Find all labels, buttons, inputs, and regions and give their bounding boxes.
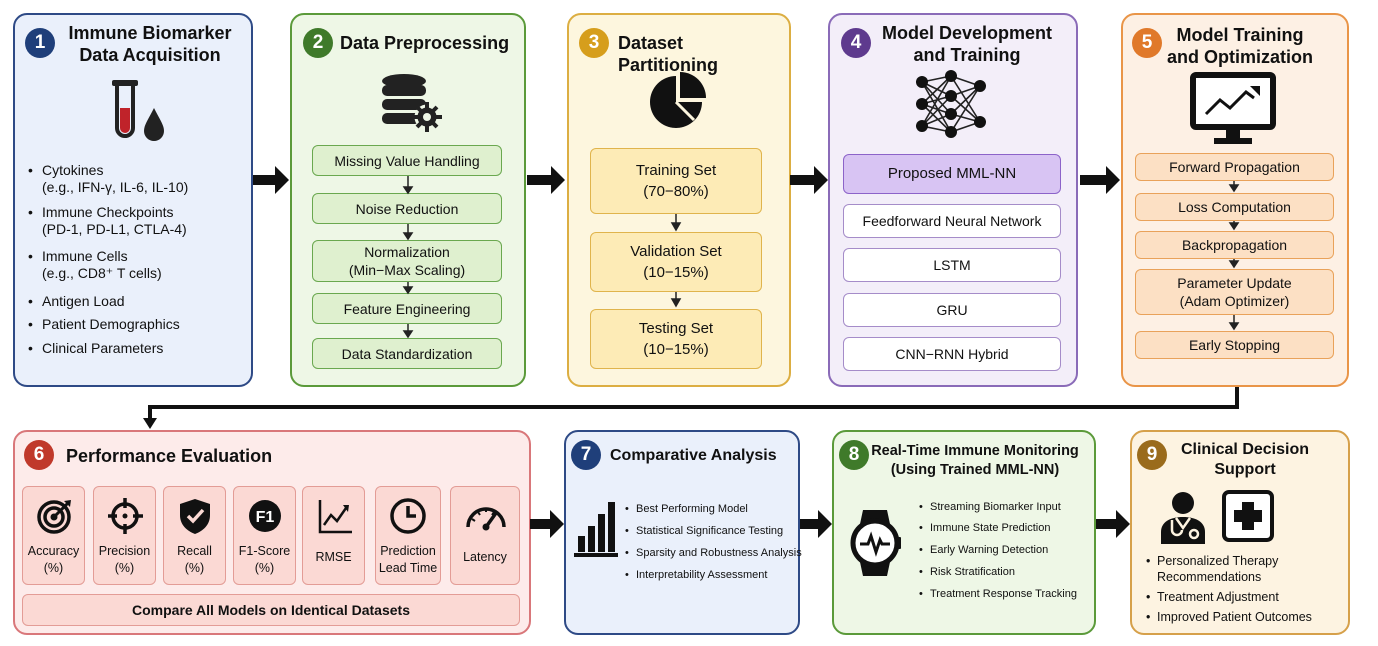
metric-label: F1-Score (%) <box>238 544 291 575</box>
step-badge-9: 9 <box>1137 440 1167 470</box>
bar-chart-icon <box>574 502 618 557</box>
list-item: •Risk Stratification <box>919 566 1015 578</box>
shield-check-icon <box>180 499 210 534</box>
row-connector-arrow <box>143 387 1239 429</box>
step-connectors <box>670 214 682 308</box>
pie-chart-icon <box>650 72 706 128</box>
list-item: •Statistical Significance Testing <box>625 525 784 537</box>
model-proposed: Proposed MML-NN <box>843 154 1061 194</box>
step-badge-6: 6 <box>24 440 54 470</box>
step-connectors <box>402 176 414 339</box>
preprocessing-step: Normalization (Min−Max Scaling) <box>312 240 502 282</box>
neural-network-icon <box>916 70 986 138</box>
list-item: •Clinical Parameters <box>28 340 164 356</box>
list-item: •Antigen Load <box>28 293 125 309</box>
flow-arrow <box>527 166 565 194</box>
panel-title: Immune Biomarker Data Acquisition <box>68 23 232 65</box>
metric-accuracy: Accuracy (%) <box>22 486 85 585</box>
line-chart-icon <box>318 500 352 534</box>
list-item: •Improved Patient Outcomes <box>1146 610 1312 624</box>
metric-recall: Recall (%) <box>163 486 226 585</box>
list-item: •Personalized Therapy Recommendations <box>1146 554 1279 584</box>
step-badge-5: 5 <box>1132 28 1162 58</box>
preprocessing-step: Feature Engineering <box>312 293 502 324</box>
step-badge-2: 2 <box>303 28 333 58</box>
flow-arrow <box>800 510 832 538</box>
flow-arrow <box>1096 510 1130 538</box>
metric-label: RMSE <box>315 550 352 564</box>
optimization-step: Forward Propagation <box>1135 153 1334 181</box>
panel-title: Data Preprocessing <box>340 33 510 53</box>
list-item: •Interpretability Assessment <box>625 569 768 581</box>
list-item: •Best Performing Model <box>625 503 748 515</box>
flow-arrow <box>1080 166 1120 194</box>
panel-title: Performance Evaluation <box>66 446 273 466</box>
crosshair-icon <box>108 498 143 534</box>
metric-prediction-lead-time: Prediction Lead Time <box>375 486 441 585</box>
partition-set: Validation Set (10−15%) <box>590 232 762 292</box>
gauge-icon <box>466 507 506 531</box>
step-badge-4: 4 <box>841 28 871 58</box>
doctor-icon <box>1161 492 1205 544</box>
preprocessing-step: Data Standardization <box>312 338 502 369</box>
partition-set: Testing Set (10−15%) <box>590 309 762 369</box>
flow-arrow <box>253 166 289 194</box>
database-gear-icon <box>382 74 442 132</box>
list-item: •Sparsity and Robustness Analysis <box>625 547 802 559</box>
model-option: GRU <box>843 293 1061 327</box>
target-icon <box>37 500 71 534</box>
flow-arrow <box>530 510 564 538</box>
list-item: •Cytokines(e.g., IFN-γ, IL-6, IL-10) <box>28 162 189 195</box>
step-badge-8: 8 <box>839 440 869 470</box>
metric-latency: Latency <box>450 486 520 585</box>
panel-title: Real-Time Immune Monitoring (Using Train… <box>871 443 1079 478</box>
list-item: •Immune Checkpoints(PD-1, PD-L1, CTLA-4) <box>28 204 187 237</box>
preprocessing-step: Noise Reduction <box>312 193 502 224</box>
metric-label: Accuracy (%) <box>27 544 80 575</box>
optimization-step: Early Stopping <box>1135 331 1334 359</box>
list-item: •Early Warning Detection <box>919 544 1049 556</box>
metric-label: Precision (%) <box>98 544 151 575</box>
optimization-step: Backpropagation <box>1135 231 1334 259</box>
flow-arrow <box>790 166 828 194</box>
step-connectors <box>1228 181 1240 331</box>
list-item: •Immune Cells(e.g., CD8⁺ T cells) <box>28 248 162 281</box>
optimization-step: Loss Computation <box>1135 193 1334 221</box>
metric-precision: Precision (%) <box>93 486 156 585</box>
model-option: LSTM <box>843 248 1061 282</box>
f1-icon: F1 <box>249 500 281 532</box>
monitor-chart-icon <box>1190 72 1276 144</box>
list-item: •Immune State Prediction <box>919 522 1051 534</box>
partition-set: Training Set (70−80%) <box>590 148 762 214</box>
metric-label: Latency <box>463 550 507 564</box>
metric-label: Recall (%) <box>177 544 212 575</box>
step-badge-1: 1 <box>25 28 55 58</box>
smartwatch-icon <box>850 510 901 576</box>
metric-rmse: RMSE <box>302 486 365 585</box>
list-item: •Treatment Adjustment <box>1146 590 1279 604</box>
panel-title: Clinical Decision Support <box>1180 441 1310 478</box>
preprocessing-step: Missing Value Handling <box>312 145 502 176</box>
model-option: CNN−RNN Hybrid <box>843 337 1061 371</box>
step-badge-7: 7 <box>571 440 601 470</box>
comparison-footer: Compare All Models on Identical Datasets <box>22 594 520 626</box>
model-option: Feedforward Neural Network <box>843 204 1061 238</box>
list-item: •Treatment Response Tracking <box>919 588 1077 600</box>
panel-title: Model Training and Optimization <box>1167 25 1313 67</box>
panel-title: Comparative Analysis <box>610 447 777 464</box>
medical-cross-icon <box>1222 490 1274 542</box>
panel-title: Model Development and Training <box>881 23 1053 65</box>
step-badge-3: 3 <box>579 28 609 58</box>
panel-title: Dataset Partitioning <box>618 33 718 75</box>
panel-data-acquisition <box>13 13 253 387</box>
list-item: •Streaming Biomarker Input <box>919 501 1061 513</box>
list-item: •Patient Demographics <box>28 316 180 332</box>
clock-icon <box>390 498 426 534</box>
test-tube-drop-icon <box>112 80 164 141</box>
metric-f1-score: F1 F1-Score (%) <box>233 486 296 585</box>
metric-label: Prediction Lead Time <box>378 544 438 575</box>
svg-text:F1: F1 <box>256 509 275 526</box>
optimization-step: Parameter Update (Adam Optimizer) <box>1135 269 1334 315</box>
